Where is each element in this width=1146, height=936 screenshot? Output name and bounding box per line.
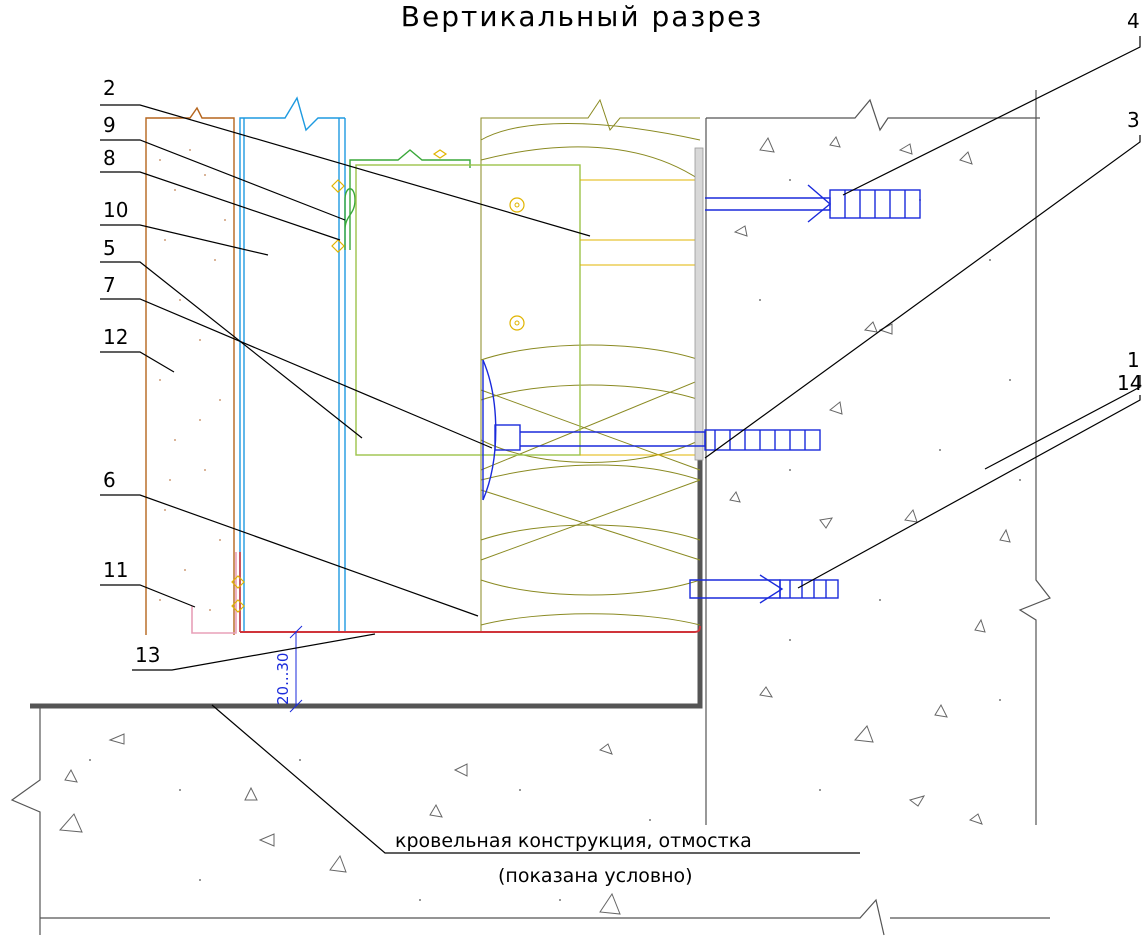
- rivets-guide: [331, 149, 448, 253]
- label-6: 6: [103, 468, 116, 492]
- label-2: 2: [103, 76, 116, 100]
- concrete-hatch-wall: [729, 135, 1011, 825]
- label-13: 13: [135, 643, 160, 667]
- dimension-label: 20...30: [274, 653, 292, 705]
- label-3: 3: [1127, 108, 1140, 132]
- label-7: 7: [103, 273, 116, 297]
- concrete-dots-wall: [759, 179, 1021, 791]
- vertical-profile: [239, 96, 346, 633]
- label-8: 8: [103, 146, 116, 170]
- label-4: 4: [1127, 9, 1140, 33]
- insulation-mineral-wool: [480, 98, 701, 632]
- concrete-base: [10, 706, 1050, 936]
- bottom-flashing: [191, 552, 701, 634]
- leader-lines: [100, 36, 1141, 854]
- roof-construction-line: [30, 342, 703, 709]
- bracket-assembly: [355, 147, 704, 461]
- drawing-title: Вертикальный разрез: [401, 0, 763, 33]
- label-14: 14: [1117, 371, 1142, 395]
- label-5: 5: [103, 236, 116, 260]
- anchor-dowel-bottom: [689, 574, 839, 604]
- label-11: 11: [103, 558, 128, 582]
- note-line-1: кровельная конструкция, отмостка: [395, 830, 752, 852]
- label-1: 1: [1127, 348, 1140, 372]
- guide-profile: [344, 149, 471, 250]
- label-12: 12: [103, 325, 128, 349]
- label-10: 10: [103, 198, 128, 222]
- cladding-panel: [145, 106, 235, 635]
- label-9: 9: [103, 113, 116, 137]
- concrete-wall: [705, 90, 1051, 825]
- note-line-2: (показана условно): [498, 865, 693, 887]
- anchor-dowel-top: [705, 184, 921, 223]
- item-labels: 2 9 8 10 5 7 12 6 11 13 4 3 1 14: [103, 9, 1142, 667]
- insulation-dowel: [482, 359, 821, 501]
- dimension-gap: 20...30: [274, 625, 303, 713]
